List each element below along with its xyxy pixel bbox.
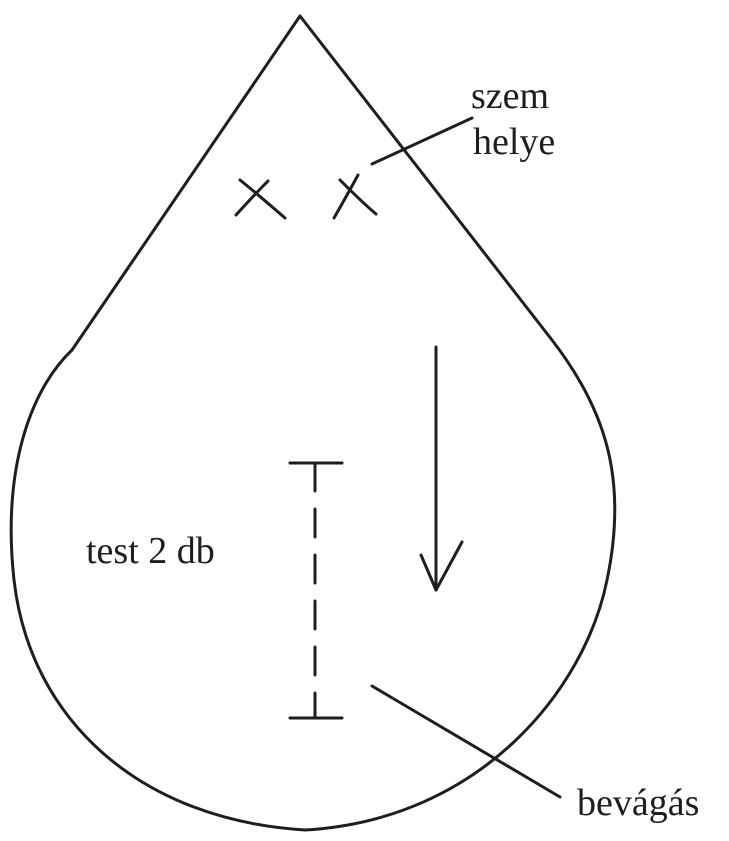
notch-leader-line — [370, 684, 562, 799]
eye-mark-right — [332, 173, 378, 220]
teardrop-outline — [9, 14, 617, 832]
notch-marker — [288, 461, 344, 720]
eye-mark-left — [234, 178, 287, 220]
grain-arrow — [419, 345, 464, 592]
notch-label: bevágás — [577, 782, 699, 824]
eye-leader-line — [370, 116, 474, 166]
eye-position-label-line1: szem — [471, 75, 549, 117]
eye-position-label-line2: helye — [473, 121, 555, 163]
body-count-label: test 2 db — [86, 530, 215, 572]
